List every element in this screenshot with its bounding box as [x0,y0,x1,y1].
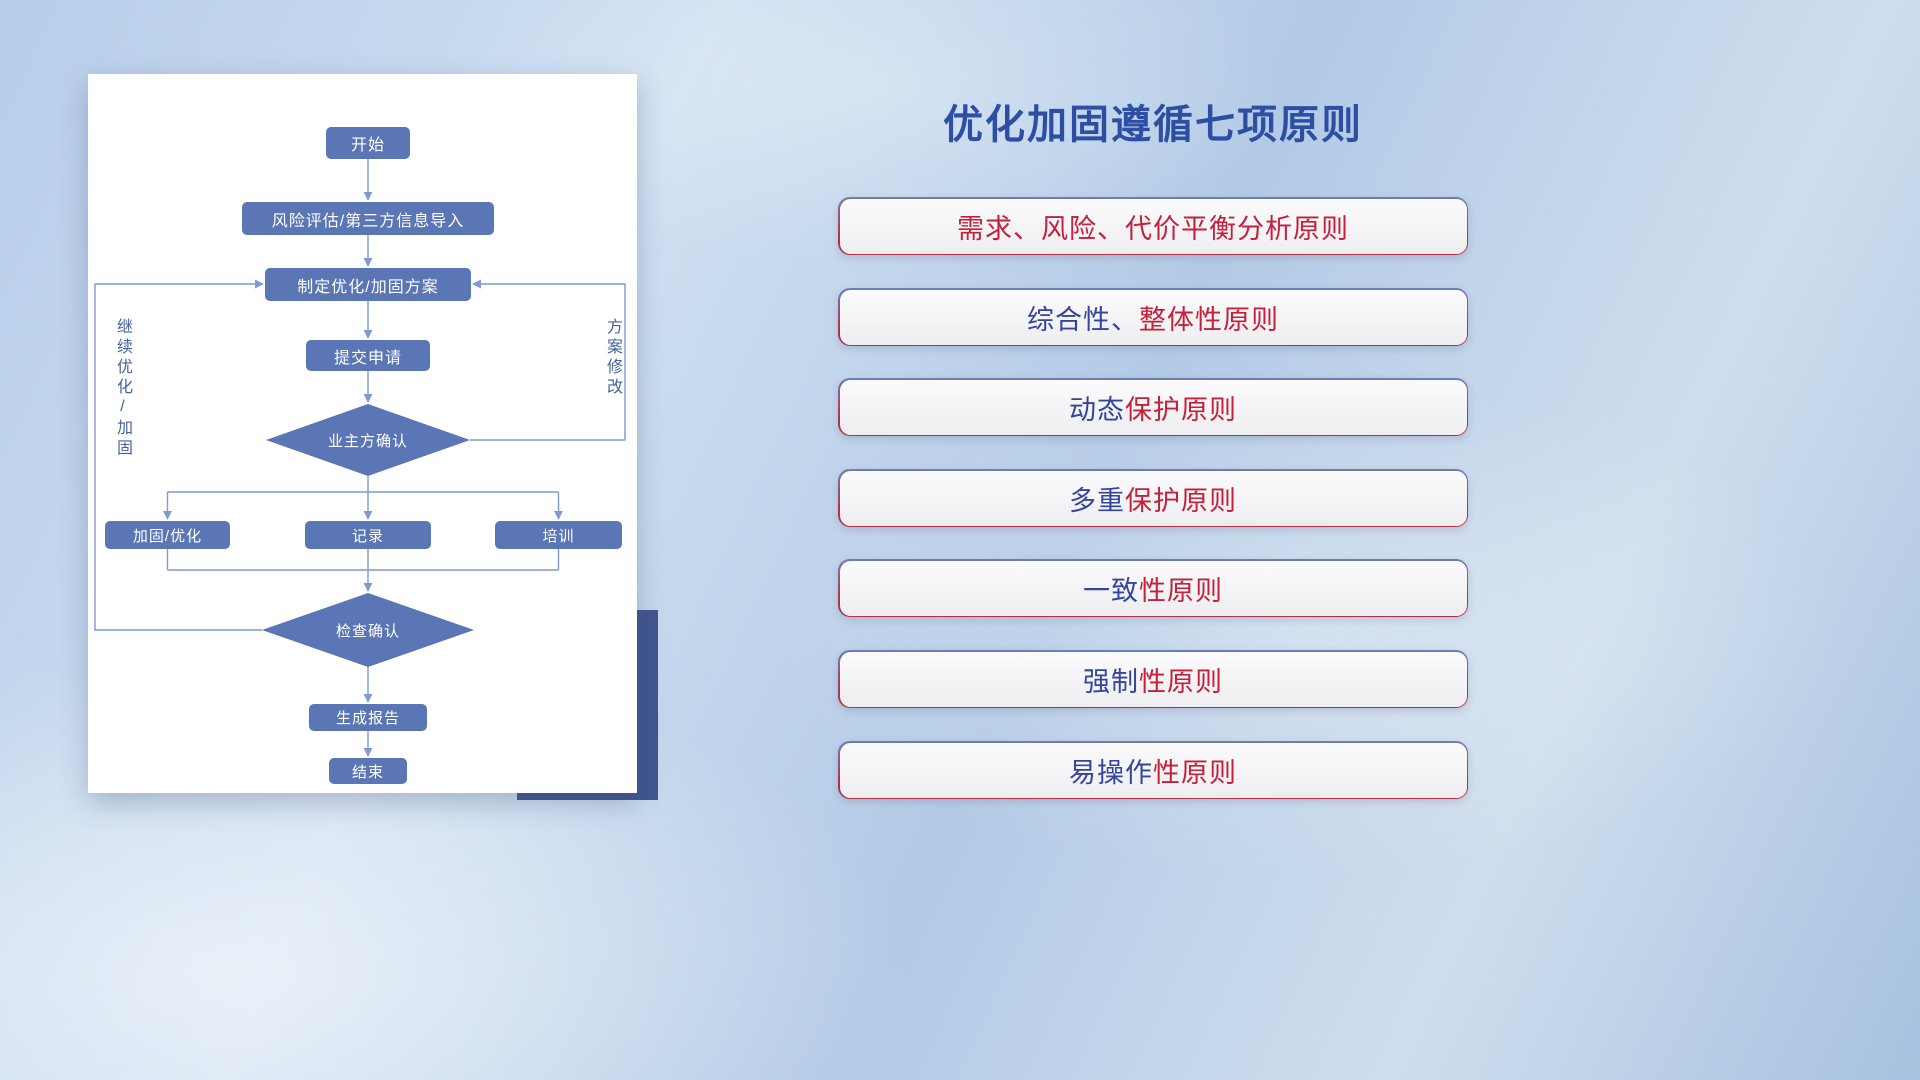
principle-highlight: 动态 [1069,394,1125,425]
principle-item-text: 一致 性原则 [839,560,1467,616]
flow-node-make-plan: 制定优化/加固方案 [265,268,471,301]
principle-item-3: 动态 保护原则 [838,378,1468,436]
principle-item-7: 易操作 性原则 [838,741,1468,799]
principle-item-1: 需求、风险、代价平衡分析原则 [838,197,1468,255]
principle-text: 性原则 [1139,666,1223,697]
principle-item-6: 强制 性原则 [838,650,1468,708]
page-title: 优化加固遵循七项原则 [943,103,1363,147]
principle-item-text: 强制 性原则 [839,651,1467,707]
principle-text: 保护原则 [1125,394,1237,425]
principle-item-2: 综合性、 整体性原则 [838,288,1468,346]
loop-label-plan-revise: 方案修改 [604,318,621,398]
principle-highlight: 易操作 [1069,757,1153,788]
principle-text: 整体性原则 [1139,304,1279,335]
flow-node-end: 结束 [329,758,407,784]
principle-text: 需求、风险、代价平衡分析原则 [957,213,1349,244]
flow-node-report: 生成报告 [309,704,427,731]
principle-item-text: 需求、风险、代价平衡分析原则 [839,198,1467,254]
principle-item-text: 综合性、 整体性原则 [839,289,1467,345]
principle-highlight: 强制 [1083,666,1139,697]
flowchart-card: 开始 风险评估/第三方信息导入 制定优化/加固方案 提交申请 业主方确认 加固/… [88,74,637,793]
flow-node-risk-import: 风险评估/第三方信息导入 [242,202,494,235]
flowchart-connectors [94,159,626,757]
principle-item-text: 易操作 性原则 [839,742,1467,798]
principle-text: 性原则 [1153,757,1237,788]
principle-item-4: 多重 保护原则 [838,469,1468,527]
flow-node-submit: 提交申请 [306,340,430,371]
principle-item-text: 动态 保护原则 [839,379,1467,435]
flow-node-record: 记录 [305,521,431,549]
flow-node-training: 培训 [495,521,622,549]
loop-label-continue-optimize: 继续优化/加固 [114,318,131,459]
principle-text: 性原则 [1139,575,1223,606]
principle-text: 保护原则 [1125,485,1237,516]
flow-node-reinforce: 加固/优化 [105,521,230,549]
flow-node-start: 开始 [326,127,410,159]
principle-highlight: 多重 [1069,485,1125,516]
principle-item-5: 一致 性原则 [838,559,1468,617]
principle-highlight: 综合性、 [1027,304,1139,335]
principle-highlight: 一致 [1083,575,1139,606]
principle-item-text: 多重 保护原则 [839,470,1467,526]
